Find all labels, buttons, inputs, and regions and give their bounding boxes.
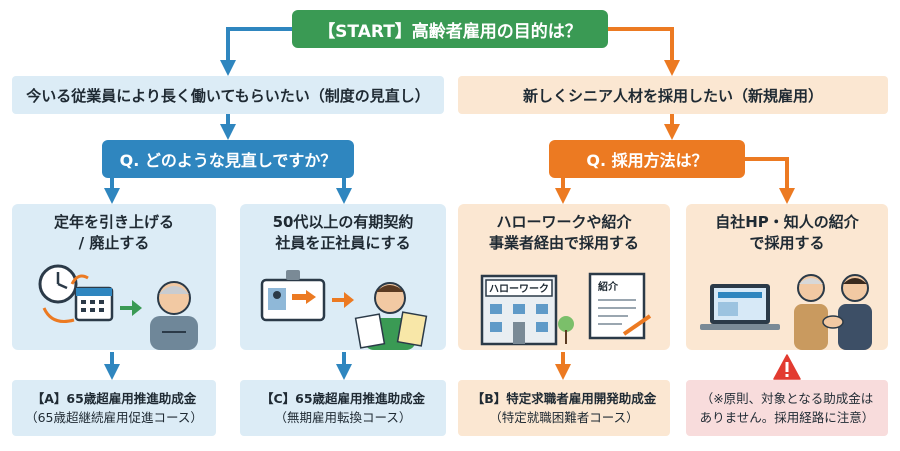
card-title: 定年を引き上げる / 廃止する — [53, 213, 174, 252]
arrow-q-card-d — [745, 157, 795, 204]
card-title: 50代以上の有期契約 社員を正社員にする — [272, 213, 414, 252]
result-b-subsidy: 【B】特定求職者雇用開発助成金 （特定就職困難者コース） — [458, 380, 670, 436]
hellowork-building-icon: ハローワーク — [480, 274, 574, 346]
office-worker-icon — [354, 282, 428, 350]
arrow-start-left — [220, 27, 292, 76]
referral-doc-label: 紹介 — [598, 280, 619, 293]
result-a-subsidy: 【A】65歳超雇用推進助成金 （65歳超継続雇用促進コース） — [12, 380, 216, 436]
handshake-icon — [794, 274, 872, 350]
retirement-illustration — [38, 264, 198, 350]
card-title: ハローワークや紹介 事業者経由で採用する — [488, 213, 639, 252]
senior-worker-icon — [150, 281, 198, 350]
question-review-type: Q. どのような見直しですか？ — [102, 140, 354, 178]
calendar-icon — [74, 286, 114, 322]
hellowork-sign: ハローワーク — [489, 283, 549, 295]
laptop-icon — [700, 284, 780, 330]
direct-hire-illustration — [700, 274, 872, 350]
arrow-start-right — [608, 27, 680, 76]
result-c-subsidy: 【C】65歳超雇用推進助成金 （無期雇用転換コース） — [240, 380, 446, 436]
card-own-site-acquaintance: 自社HP・知人の紹介 で採用する — [686, 204, 888, 350]
card-title: 自社HP・知人の紹介 で採用する — [715, 213, 859, 252]
card-hellowork-referral: ハローワークや紹介 事業者経由で採用する ハローワーク 紹介 — [458, 204, 670, 350]
hellowork-illustration: ハローワーク 紹介 — [480, 272, 652, 346]
conversion-illustration — [260, 270, 428, 350]
branch-existing-employees: 今いる従業員により長く働いてもらいたい（制度の見直し） — [12, 76, 444, 114]
id-card-icon — [260, 270, 326, 322]
card-raise-retirement-age: 定年を引き上げる / 廃止する — [12, 204, 216, 350]
question-hiring-method: Q. 採用方法は？ — [549, 140, 745, 178]
referral-document-icon: 紹介 — [588, 272, 652, 340]
start-node: 【START】高齢者雇用の目的は？ — [292, 10, 608, 48]
branch-new-hiring: 新しくシニア人材を採用したい（新規雇用） — [458, 76, 888, 114]
warning-icon — [773, 354, 801, 380]
result-no-subsidy-note: （※原則、対象となる助成金は ありません。採用経路に注意） — [686, 380, 888, 436]
clock-icon — [38, 264, 78, 304]
card-fixed-term-to-regular: 50代以上の有期契約 社員を正社員にする — [240, 204, 446, 350]
